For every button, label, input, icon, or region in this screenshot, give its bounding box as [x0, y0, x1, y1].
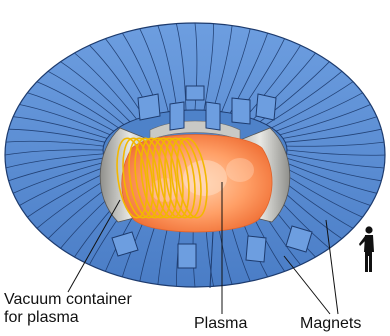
magnet-block [206, 102, 220, 130]
magnet-block [256, 94, 276, 120]
magnet-block [178, 244, 196, 268]
magnet-block [170, 102, 184, 130]
vacuum-container-label-line1: Vacuum container [4, 291, 132, 309]
plasma-label: Plasma [194, 315, 247, 333]
vacuum-container-label: Vacuum container for plasma [4, 291, 132, 327]
magnet-block [246, 236, 266, 262]
leader-magnets-1 [284, 256, 330, 314]
magnets-label: Magnets [300, 315, 361, 333]
magnet-block [138, 94, 160, 120]
magnet-block [186, 86, 204, 100]
magnet-block [232, 98, 250, 124]
vacuum-container-label-line2: for plasma [4, 309, 132, 327]
human-silhouette-icon [359, 226, 374, 272]
